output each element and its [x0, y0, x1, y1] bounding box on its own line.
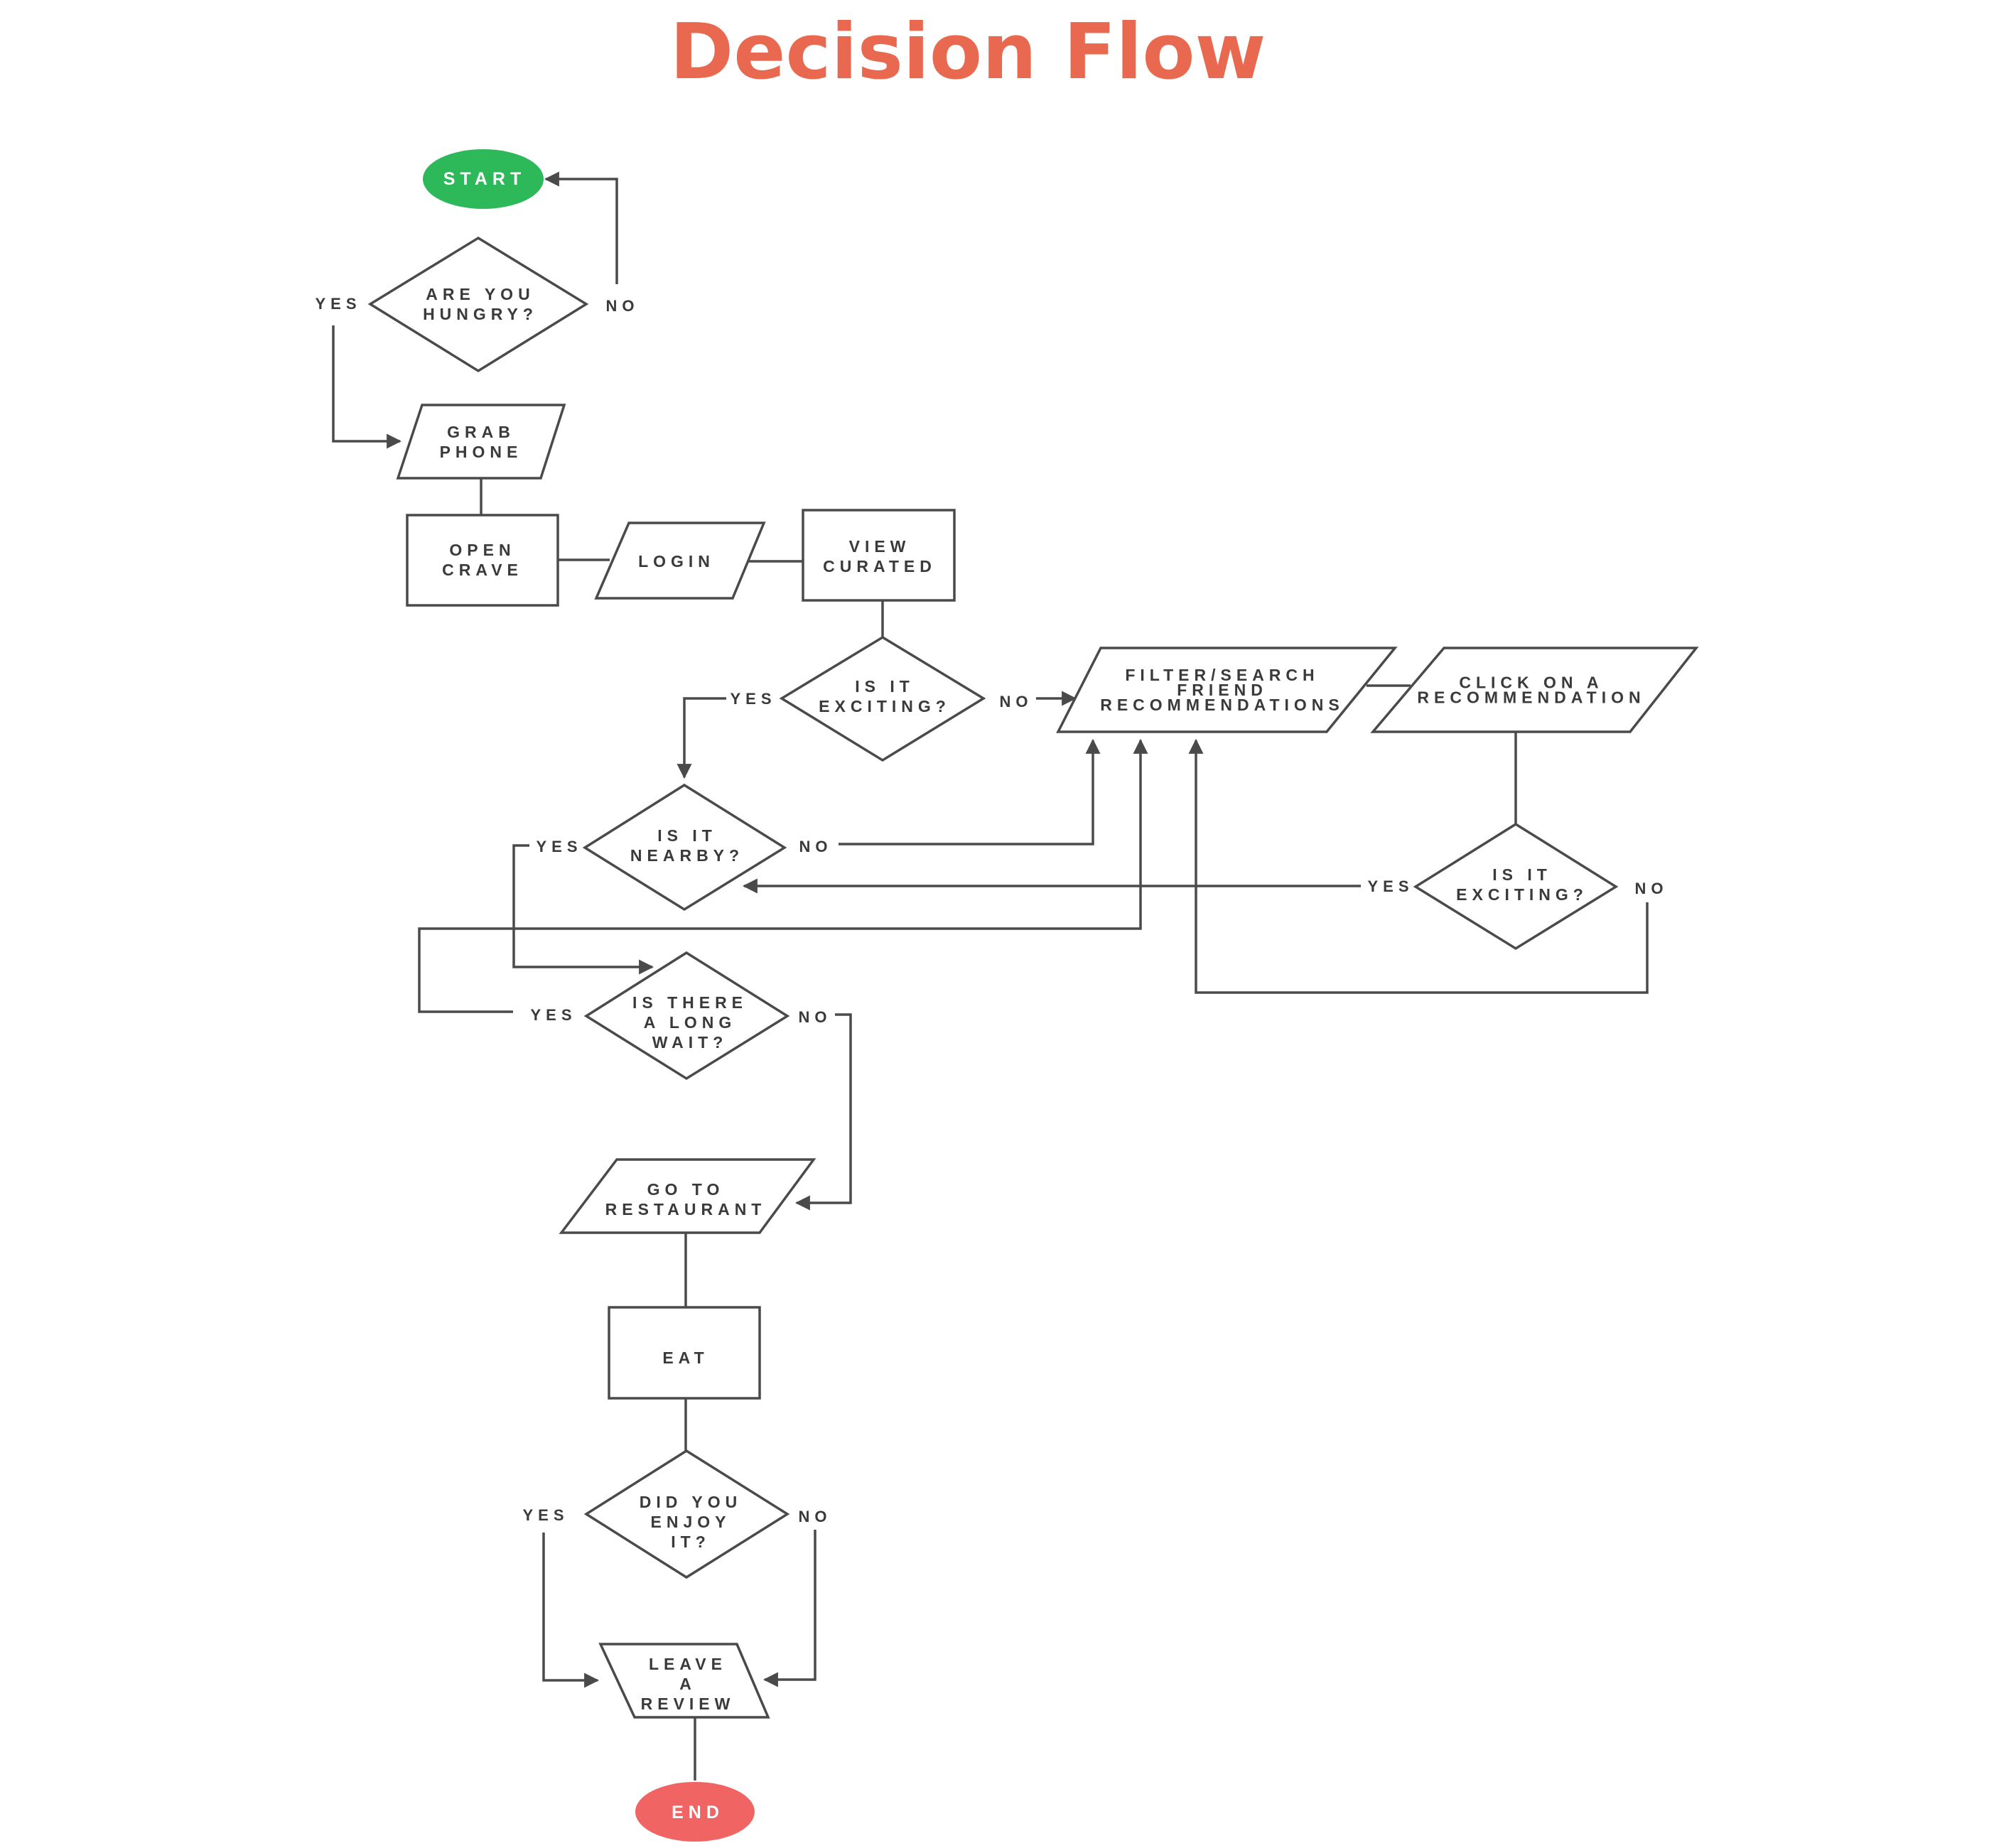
edge-label-hungry-no: NO [606, 297, 640, 315]
edge-label-exciting1-yes: YES [730, 690, 776, 708]
node-label-line: DID YOU [640, 1493, 742, 1511]
edge-nearby-yes-to-wait [512, 844, 654, 975]
node-label-line: EAT [662, 1349, 708, 1367]
node-label-line: FRIEND [1177, 681, 1268, 699]
edge-exciting2-no-to-filter [1188, 738, 1649, 994]
process-open-crave[interactable] [406, 514, 559, 607]
edge-wait-yes-to-filter [418, 738, 1148, 1013]
node-label-line: IS IT [657, 826, 717, 845]
process-click-recommendation[interactable] [1370, 647, 1699, 733]
edge-label-wait-no: NO [799, 1008, 832, 1026]
edge-label-wait-yes: YES [530, 1006, 576, 1024]
node-label-line: IS THERE [632, 993, 748, 1012]
decision-hungry[interactable] [367, 236, 589, 373]
node-label-line: RECOMMENDATION [1417, 688, 1645, 707]
node-label-line: RECOMMENDATIONS [1100, 696, 1344, 714]
page-title: Decision Flow [670, 8, 1266, 97]
open-crave-label: OPEN CRAVE [442, 541, 523, 579]
edge-label-exciting2-yes: YES [1367, 877, 1413, 895]
node-label-line: CRAVE [442, 561, 523, 579]
process-go-to-restaurant[interactable] [559, 1158, 816, 1234]
decision-enjoy[interactable] [583, 1449, 790, 1579]
node-label-line: CLICK ON A [1459, 674, 1603, 692]
edge-hungry-yes-to-grab-phone [332, 325, 402, 449]
start-label: START [443, 169, 526, 189]
node-label-line: OPEN [449, 541, 515, 559]
node-label-line: EXCITING? [1456, 885, 1588, 904]
decision-long-wait[interactable] [583, 951, 790, 1081]
node-label-line: FILTER/SEARCH [1125, 666, 1319, 684]
edge-hungry-no-to-start [544, 171, 618, 284]
edge-wait-no-to-go-restaurant [794, 1013, 852, 1211]
end-label: END [672, 1803, 724, 1822]
login-label: LOGIN [638, 552, 715, 571]
edge-label-exciting2-no: NO [1635, 880, 1669, 897]
edge-label-hungry-yes: YES [315, 295, 361, 313]
edge-exciting1-yes-to-nearby [677, 697, 726, 779]
process-eat[interactable] [608, 1306, 761, 1400]
node-label-line: GRAB [447, 423, 515, 441]
node-label-line: RESTAURANT [605, 1200, 767, 1219]
connectors [332, 171, 1649, 1781]
node-label-line: VIEW [849, 537, 911, 556]
grab-phone-label: GRAB PHONE [440, 423, 523, 461]
node-label-line: REVIEW [641, 1695, 735, 1713]
node-label-line: NEARBY? [630, 846, 744, 865]
node-label-line: CURATED [823, 557, 937, 576]
node-label-line: A [679, 1675, 696, 1693]
edge-enjoy-yes-to-review [542, 1533, 600, 1688]
enjoy-label: DID YOU ENJOY IT? [640, 1493, 742, 1551]
leave-review-label: LEAVE A REVIEW [641, 1655, 735, 1713]
node-label-line: LEAVE [649, 1655, 727, 1673]
node-label-line: IS IT [1492, 865, 1552, 884]
edge-label-enjoy-yes: YES [522, 1506, 568, 1524]
edge-nearby-no-to-filter [839, 738, 1101, 845]
decision-nearby[interactable] [582, 783, 787, 912]
decision-exciting-2[interactable] [1413, 822, 1619, 951]
eat-label: EAT [662, 1349, 708, 1367]
edge-label-enjoy-no: NO [799, 1508, 832, 1525]
node-label-line: IT? [671, 1533, 711, 1551]
node-label-line: ENJOY [651, 1513, 731, 1531]
process-filter-search[interactable] [1056, 647, 1398, 733]
node-label-line: WAIT? [652, 1033, 728, 1052]
start-terminal[interactable] [423, 149, 544, 209]
hungry-label: ARE YOU HUNGRY? [423, 285, 538, 323]
node-label-line: START [443, 169, 526, 189]
edge-enjoy-no-to-review [762, 1530, 816, 1687]
end-terminal[interactable] [635, 1782, 755, 1842]
process-login[interactable] [594, 522, 766, 600]
node-label-line: EXCITING? [819, 697, 951, 715]
node-label-line: ARE YOU [426, 285, 534, 303]
process-view-curated[interactable] [802, 509, 956, 602]
edge-label-nearby-no: NO [799, 838, 833, 855]
node-label-line: HUNGRY? [423, 305, 538, 323]
node-label-line: PHONE [440, 443, 523, 461]
node-label-line: A LONG [644, 1013, 737, 1032]
node-label-line: END [672, 1803, 724, 1822]
edge-label-nearby-yes: YES [536, 838, 582, 855]
edge-label-exciting1-no: NO [1000, 693, 1033, 710]
node-label-line: GO TO [647, 1180, 725, 1199]
decision-exciting-1[interactable] [779, 635, 986, 762]
process-leave-review[interactable] [598, 1643, 770, 1719]
node-label-line: IS IT [855, 677, 915, 696]
process-grab-phone[interactable] [396, 404, 566, 480]
node-label-line: LOGIN [638, 552, 715, 571]
